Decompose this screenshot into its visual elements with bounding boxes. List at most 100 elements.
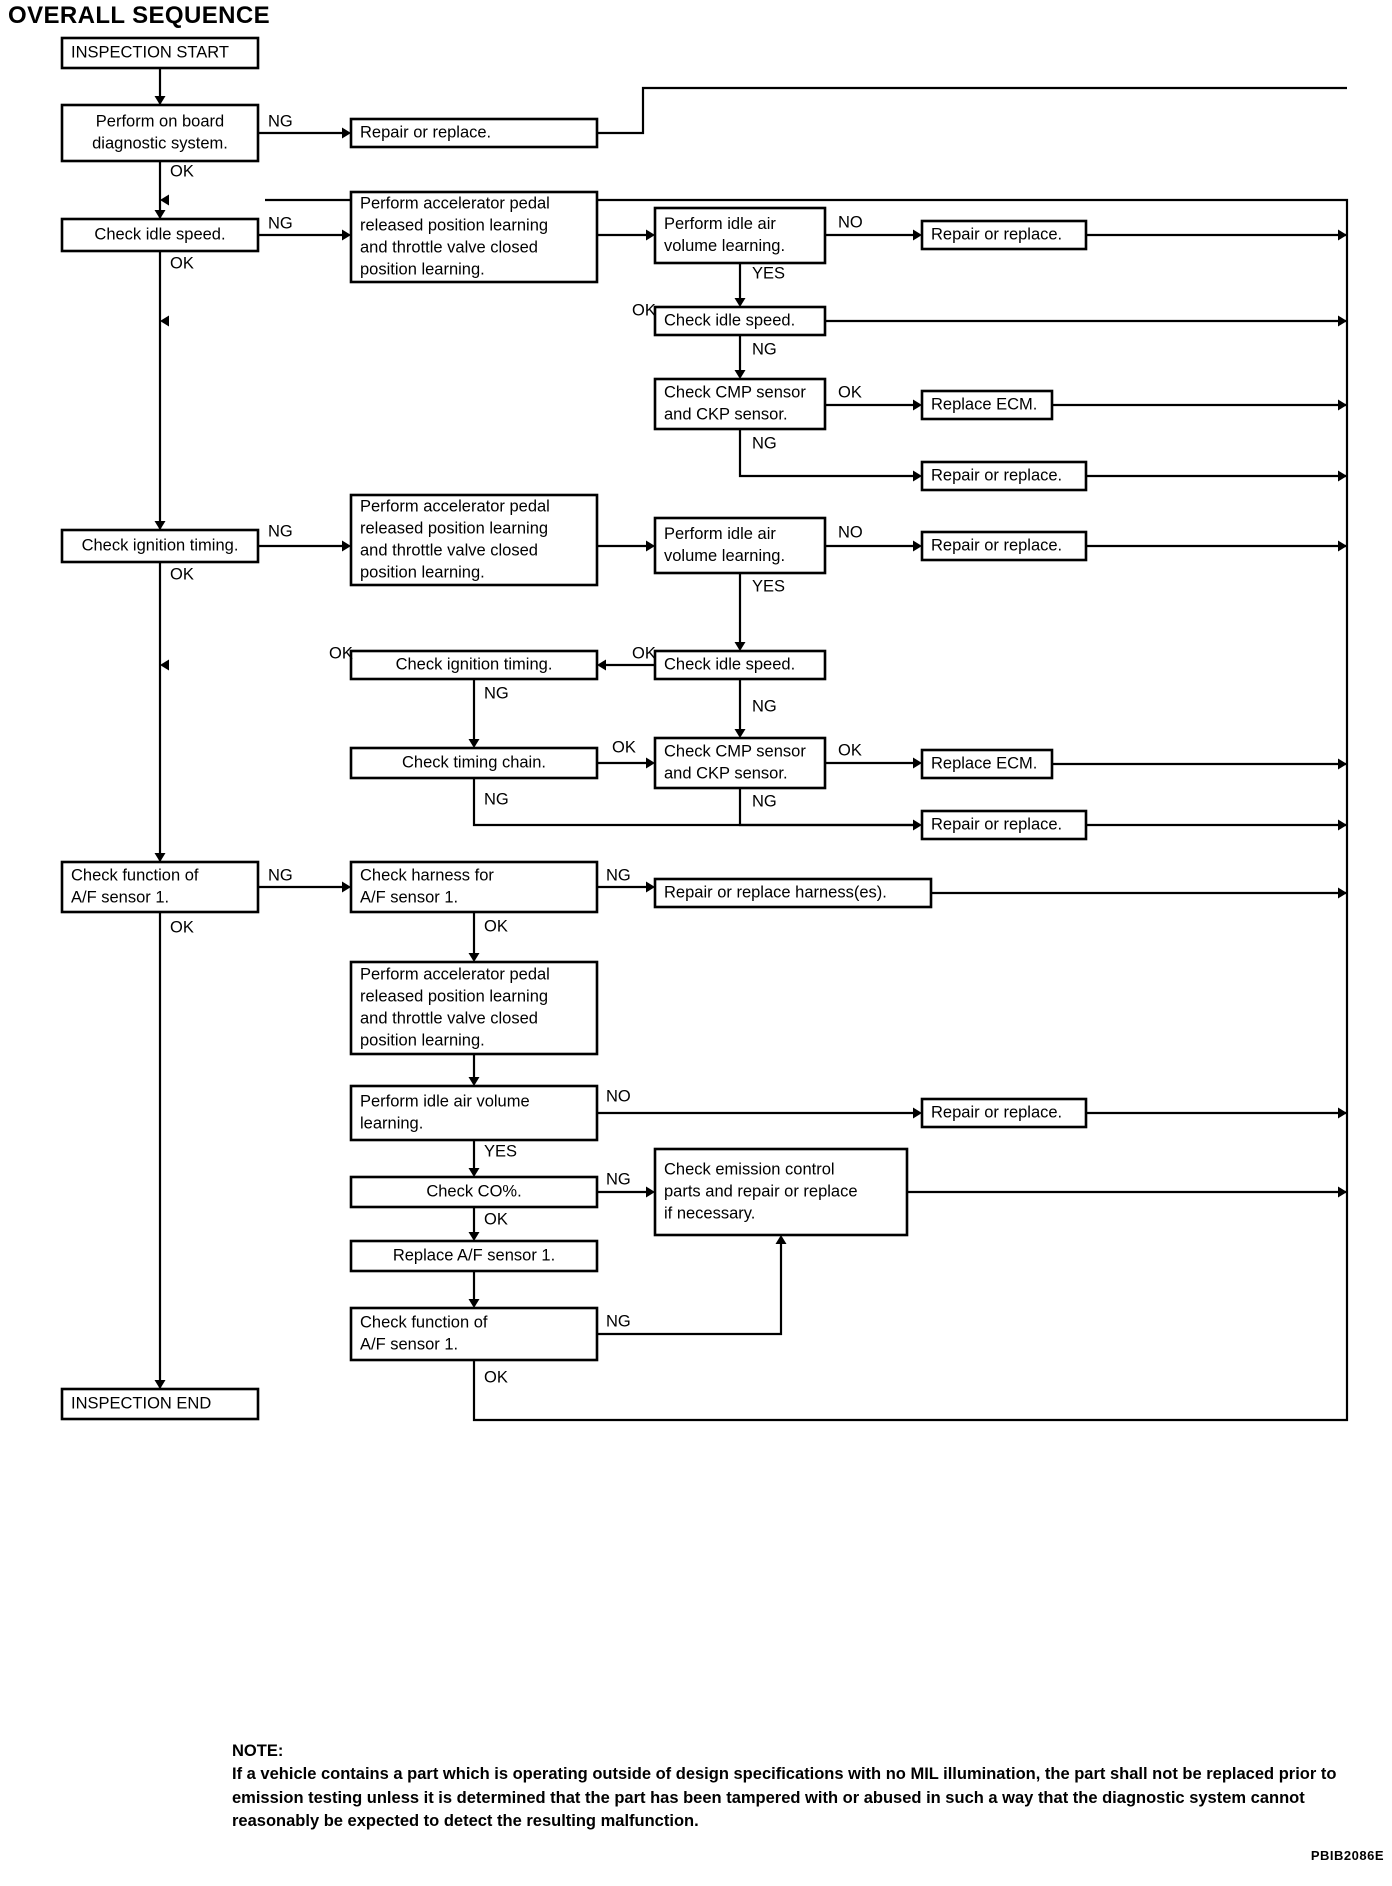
- edge-label: NG: [484, 684, 509, 702]
- connector-line: [597, 1241, 783, 1336]
- arrowhead: [646, 881, 655, 893]
- flowchart-node-rep5[interactable]: Repair or replace.: [920, 809, 1088, 841]
- edge-labels: NGOKNGOKNOYESOKNGOKNGNGOKNOYESOKOKNGNGOK…: [170, 112, 863, 1386]
- flowchart-node-rep2[interactable]: Repair or replace.: [920, 219, 1088, 251]
- node-label-line: if necessary.: [664, 1204, 755, 1222]
- flowchart-node-rep3[interactable]: Repair or replace.: [920, 460, 1088, 492]
- arrowhead: [646, 757, 655, 769]
- connector-arrows: [154, 96, 1347, 1389]
- node-label-line: Check CMP sensor: [664, 383, 806, 401]
- edge-label: OK: [632, 644, 656, 662]
- flowchart-node-replaceaf[interactable]: Replace A/F sensor 1.: [349, 1239, 599, 1273]
- flowchart-node-rep4[interactable]: Repair or replace.: [920, 530, 1088, 562]
- edge-label: NG: [752, 697, 777, 715]
- node-box: [920, 809, 1088, 841]
- node-label-line: Check ignition timing.: [82, 536, 239, 554]
- node-label-line: INSPECTION START: [71, 43, 229, 61]
- connector-line: [265, 198, 1349, 1422]
- edge-label: OK: [170, 254, 194, 272]
- node-box: [653, 377, 827, 431]
- edge-label: NO: [838, 523, 863, 541]
- node-label-line: and CKP sensor.: [664, 405, 788, 423]
- node-label-line: INSPECTION END: [71, 1394, 211, 1412]
- flowchart-node-rep1[interactable]: Repair or replace.: [349, 117, 599, 149]
- arrowhead: [468, 739, 480, 748]
- edge-label: NG: [268, 866, 293, 884]
- node-label-line: A/F sensor 1.: [360, 888, 458, 906]
- arrowhead: [734, 298, 746, 307]
- node-label-line: Repair or replace.: [931, 466, 1062, 484]
- flowchart-node-ign2[interactable]: Check ignition timing.: [349, 649, 599, 681]
- edge-label: YES: [752, 264, 785, 282]
- flowchart-node-rep6[interactable]: Repair or replace harness(es).: [653, 877, 933, 909]
- edge-label: NG: [606, 1312, 631, 1330]
- edge-label: NO: [838, 213, 863, 231]
- node-box: [653, 516, 827, 575]
- node-label-line: Perform idle air: [664, 215, 776, 233]
- flowchart-node-end[interactable]: INSPECTION END: [60, 1387, 260, 1421]
- node-label-line: volume learning.: [664, 237, 785, 255]
- flowchart-node-cmp1[interactable]: Check CMP sensor and CKP sensor.: [653, 377, 827, 431]
- arrowhead: [734, 370, 746, 379]
- node-label-line: learning.: [360, 1114, 423, 1132]
- edge-label: OK: [632, 301, 656, 319]
- flowchart-node-ign1[interactable]: Check ignition timing.: [60, 528, 260, 564]
- flowchart-node-chain[interactable]: Check timing chain.: [349, 746, 599, 780]
- node-box: [920, 389, 1054, 421]
- arrowhead: [646, 1186, 655, 1198]
- arrowhead: [1338, 1107, 1347, 1119]
- node-label-line: Repair or replace.: [931, 1103, 1062, 1121]
- arrowhead: [468, 1077, 480, 1086]
- node-box: [653, 736, 827, 790]
- arrowhead: [154, 210, 166, 219]
- arrowhead: [154, 96, 166, 105]
- arrowhead: [1338, 470, 1347, 482]
- node-label-line: parts and repair or replace: [664, 1182, 858, 1200]
- edge-label: OK: [838, 741, 862, 759]
- node-box: [349, 190, 599, 284]
- node-box: [349, 493, 599, 587]
- node-box: [349, 1084, 599, 1142]
- arrowhead: [160, 194, 169, 206]
- edge-label: YES: [484, 1142, 517, 1160]
- arrowhead: [1338, 758, 1347, 770]
- node-box: [60, 217, 260, 253]
- arrowhead: [1338, 229, 1347, 241]
- flowchart-node-idle1[interactable]: Check idle speed.: [60, 217, 260, 253]
- flowchart-node-co[interactable]: Check CO%.: [349, 1175, 599, 1209]
- flowchart-node-ecm2[interactable]: Replace ECM.: [920, 748, 1054, 780]
- node-box: [920, 460, 1088, 492]
- node-label-line: released position learning: [360, 519, 548, 537]
- node-label-line: Check function of: [71, 866, 199, 884]
- flowchart-node-af1[interactable]: Check function ofA/F sensor 1.: [60, 860, 260, 914]
- flowchart-node-af2[interactable]: Check function ofA/F sensor 1.: [349, 1306, 599, 1362]
- flowchart-node-iav1[interactable]: Perform idle air volume learning.: [653, 206, 827, 265]
- node-label-line: Check timing chain.: [402, 753, 546, 771]
- arrowhead: [646, 540, 655, 552]
- edge-label: OK: [170, 162, 194, 180]
- arrowhead: [342, 127, 351, 139]
- flowchart-node-start[interactable]: INSPECTION START: [60, 36, 260, 70]
- arrowhead: [342, 881, 351, 893]
- flowchart-node-ecm1[interactable]: Replace ECM.: [920, 389, 1054, 421]
- arrowhead: [154, 853, 166, 862]
- flowchart-node-idle2[interactable]: Check idle speed.: [653, 305, 827, 337]
- flowchart-node-idle3[interactable]: Check idle speed.: [653, 649, 827, 681]
- node-label-line: Check harness for: [360, 866, 494, 884]
- node-box: [60, 860, 260, 914]
- flowchart-node-rep7[interactable]: Repair or replace.: [920, 1097, 1088, 1129]
- edge-label: OK: [484, 1210, 508, 1228]
- note-body: If a vehicle contains a part which is op…: [232, 1765, 1337, 1831]
- edge-label: OK: [329, 644, 353, 662]
